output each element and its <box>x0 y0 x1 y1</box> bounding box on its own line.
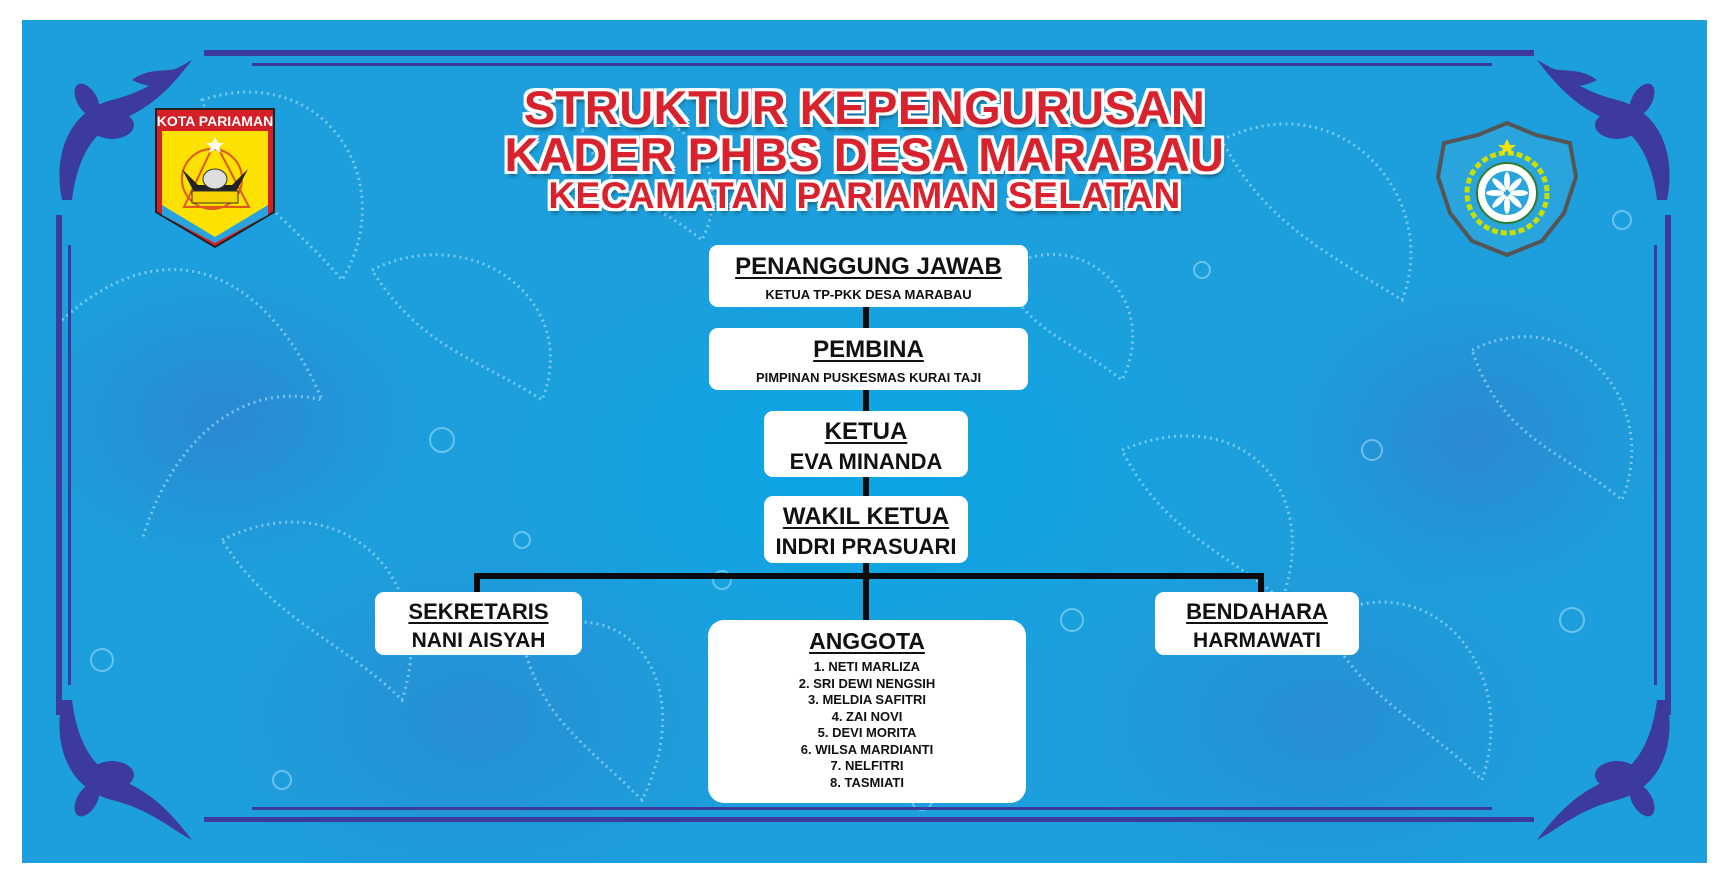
title-line-2: KADER PHBS DESA MARABAU <box>504 128 1225 181</box>
role-label: ANGGOTA <box>809 628 925 654</box>
member-name: EVA MINANDA <box>789 449 943 474</box>
list-item: 8. TASMIATI <box>830 774 904 790</box>
list-item: 2. SRI DEWI NENGSIH <box>798 675 936 691</box>
role-label: BENDAHARA <box>1186 599 1328 624</box>
frame-line-right <box>1665 215 1671 715</box>
role-label: PEMBINA <box>813 336 924 363</box>
wakil-ketua-box: WAKIL KETUA INDRI PRASUARI <box>764 496 968 563</box>
title-line-1: STRUKTUR KEPENGURUSAN <box>523 81 1206 134</box>
frame-line-left <box>56 215 62 715</box>
floral-ornament-icon <box>59 700 192 840</box>
penanggung-jawab-box: PENANGGUNG JAWAB KETUA TP-PKK DESA MARAB… <box>709 245 1028 307</box>
sekretaris-box: SEKRETARIS NANI AISYAH <box>375 592 582 655</box>
bendahara-box: BENDAHARA HARMAWATI <box>1155 592 1359 655</box>
member-name: HARMAWATI <box>1193 629 1321 652</box>
ketua-box: KETUA EVA MINANDA <box>764 411 968 477</box>
title-line-3: KECAMATAN PARIAMAN SELATAN <box>548 175 1181 216</box>
frame-line-top <box>204 50 1534 56</box>
anggota-box: ANGGOTA 1. NETI MARLIZA 2. SRI DEWI NENG… <box>708 620 1026 803</box>
list-item: 3. MELDIA SAFITRI <box>808 692 926 707</box>
frame-line-right-inner <box>1654 245 1657 685</box>
role-label: PENANGGUNG JAWAB <box>735 253 1002 280</box>
frame-line-bottom-inner <box>252 807 1492 810</box>
member-name: INDRI PRASUARI <box>775 534 957 559</box>
floral-ornament-icon <box>1537 700 1670 840</box>
pkk-emblem-icon <box>1435 121 1579 258</box>
list-item: 6. WILSA MARDIANTI <box>800 741 934 757</box>
role-label: SEKRETARIS <box>408 599 549 624</box>
pembina-box: PEMBINA PIMPINAN PUSKESMAS KURAI TAJI <box>709 328 1028 390</box>
role-label: WAKIL KETUA <box>782 503 950 530</box>
connector-sekretaris <box>474 573 480 595</box>
member-name: PIMPINAN PUSKESMAS KURAI TAJI <box>755 370 982 385</box>
frame-line-bottom <box>204 817 1534 822</box>
role-label: KETUA <box>824 418 908 445</box>
list-item: 4. ZAI NOVI <box>831 708 903 724</box>
frame-line-top-inner <box>252 63 1492 66</box>
list-item: 7. NELFITRI <box>830 758 904 773</box>
logo-text: KOTA PARIAMAN <box>157 113 273 129</box>
member-name: KETUA TP-PKK DESA MARABAU <box>765 287 972 302</box>
connector-bendahara <box>1258 573 1264 595</box>
frame-line-left-inner <box>68 245 71 685</box>
list-item: 5. DEVI MORITA <box>817 725 917 740</box>
member-name: NANI AISYAH <box>411 629 546 652</box>
floral-ornament-icon <box>1537 60 1670 200</box>
floral-ornament-icon <box>59 60 192 200</box>
connector-horizontal <box>474 573 1264 579</box>
kota-pariaman-emblem-icon: KOTA PARIAMAN <box>155 108 275 249</box>
list-item: 1. NETI MARLIZA <box>813 659 921 674</box>
member-list: 1. NETI MARLIZA 2. SRI DEWI NENGSIH 3. M… <box>708 659 1026 791</box>
